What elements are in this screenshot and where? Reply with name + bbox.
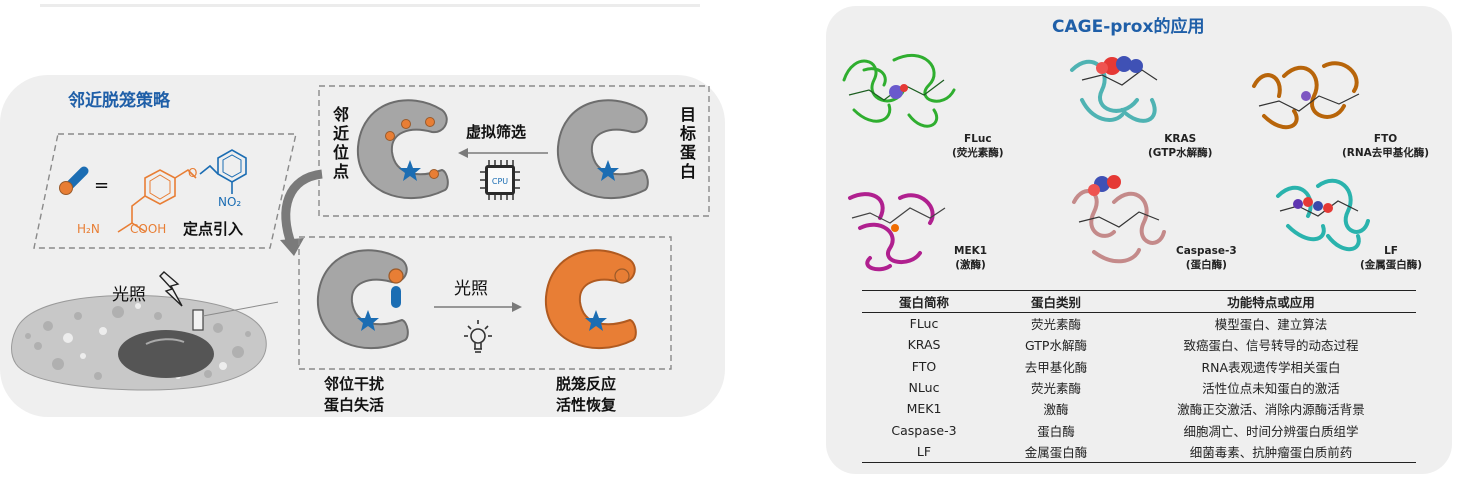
nitro-label: NO₂ <box>218 195 242 209</box>
cell: RNA表观遗传学相关蛋白 <box>1201 359 1341 375</box>
table-row: KRAS GTP水解酶 致癌蛋白、信号转导的动态过程 <box>862 334 1416 355</box>
top-divider <box>40 4 700 7</box>
cell: GTP水解酶 <box>1025 338 1087 354</box>
lightbulb-icon <box>464 320 492 353</box>
kras-structure-image <box>1070 56 1158 123</box>
target-protein-label: 目标蛋白 <box>677 106 696 182</box>
protein-with-sites <box>356 99 449 200</box>
site-introduction-label: 定点引入 <box>183 220 244 238</box>
fto-structure-image <box>1252 61 1360 130</box>
protein-label-kras: KRAS (GTP水解酶) <box>1148 132 1212 160</box>
amine-label: H₂N <box>77 222 100 236</box>
cell: 蛋白酶 <box>1037 423 1075 439</box>
cell: 模型蛋白、建立算法 <box>1214 317 1328 333</box>
cell: 细胞凋亡、时间分辨蛋白质组学 <box>1183 423 1359 439</box>
protein-name: FTO <box>1373 133 1398 145</box>
cell-illustration <box>11 294 278 391</box>
protein-label-mek1: MEK1 (激酶) <box>954 244 987 272</box>
protein-label-caspase3: Caspase-3 (蛋白酶) <box>1176 244 1237 272</box>
table-row: Caspase-3 蛋白酶 细胞凋亡、时间分辨蛋白质组学 <box>862 419 1416 440</box>
protein-desc: (蛋白酶) <box>1185 259 1227 271</box>
protein-desc: (GTP水解酶) <box>1148 147 1213 159</box>
header-abbr: 蛋白简称 <box>862 291 986 313</box>
table-row: FTO 去甲基化酶 RNA表观遗传学相关蛋白 <box>862 356 1416 377</box>
active-protein <box>544 249 637 350</box>
mek1-structure-image <box>848 192 946 272</box>
cell: 活性位点未知蛋白的激活 <box>1202 381 1340 397</box>
curved-arrow-icon <box>280 169 323 256</box>
protein-desc: (激酶) <box>955 259 986 271</box>
light-label-top: 光照 <box>112 285 146 305</box>
header-class: 蛋白类别 <box>986 291 1126 313</box>
inactivation-label-line2: 蛋白失活 <box>324 396 385 414</box>
screening-box <box>318 85 710 217</box>
protein-name: KRAS <box>1164 133 1197 145</box>
equals-sign: = <box>94 175 110 196</box>
inactivation-label-line1: 邻位干扰 <box>324 375 385 393</box>
panel-title: 邻近脱笼策略 <box>68 91 170 111</box>
cell: FLuc <box>909 316 939 332</box>
cell: 金属蛋白酶 <box>1024 444 1088 460</box>
inactivation-label: 邻位干扰 蛋白失活 <box>324 374 384 416</box>
cell: KRAS <box>907 337 941 353</box>
target-protein-shape <box>556 99 649 200</box>
cell: Caspase-3 <box>891 422 957 438</box>
lightning-icon <box>159 271 183 307</box>
table-header-row: 蛋白简称 蛋白类别 功能特点或应用 <box>862 291 1416 313</box>
cell: 致癌蛋白、信号转导的动态过程 <box>1183 338 1359 354</box>
cell: 去甲基化酶 <box>1024 359 1088 375</box>
table-row: FLuc 荧光素酶 模型蛋白、建立算法 <box>862 313 1416 335</box>
lf-structure-image <box>1276 178 1370 252</box>
table-row: NLuc 荧光素酶 活性位点未知蛋白的激活 <box>862 377 1416 398</box>
applications-title: CAGE-prox的应用 <box>1052 17 1205 37</box>
protein-name: Caspase-3 <box>1176 245 1237 257</box>
fluc-structure-image <box>842 53 956 128</box>
cell: NLuc <box>908 380 940 396</box>
protein-name: FLuc <box>964 133 992 145</box>
light-label-middle: 光照 <box>454 279 488 299</box>
protein-label-fluc: FLuc (荧光素酶) <box>952 132 1004 160</box>
cell: 荧光素酶 <box>1030 317 1081 333</box>
decaging-box <box>298 236 672 370</box>
protein-name: MEK1 <box>954 245 988 257</box>
caged-group-icon <box>59 166 89 195</box>
proximal-site-label: 邻近位点 <box>330 106 349 182</box>
cell: 荧光素酶 <box>1030 381 1081 397</box>
cell: FTO <box>911 358 937 374</box>
carboxyl-label: COOH <box>130 222 167 236</box>
ether-oxygen: O <box>188 166 198 180</box>
cell: 激酶正交激活、消除内源酶活背景 <box>1177 402 1365 418</box>
inactivated-protein <box>316 249 409 350</box>
cpu-icon: CPU <box>480 160 520 200</box>
protein-label-lf: LF (金属蛋白酶) <box>1360 244 1422 272</box>
cpu-text: CPU <box>492 177 508 186</box>
restoration-label-line1: 脱笼反应 <box>556 375 617 393</box>
restoration-label: 脱笼反应 活性恢复 <box>556 374 616 416</box>
table-row: LF 金属蛋白酶 细菌毒素、抗肿瘤蛋白质前药 <box>862 441 1416 462</box>
table-row: MEK1 激酶 激酶正交激活、消除内源酶活背景 <box>862 398 1416 419</box>
virtual-screening-label: 虚拟筛选 <box>466 123 527 141</box>
cell: 激酶 <box>1043 402 1069 418</box>
protein-desc: (金属蛋白酶) <box>1360 259 1423 271</box>
restoration-label-line2: 活性恢复 <box>556 396 617 414</box>
header-function: 功能特点或应用 <box>1126 291 1416 313</box>
protein-label-fto: FTO (RNA去甲基化酶) <box>1342 132 1429 160</box>
cell: 细菌毒素、抗肿瘤蛋白质前药 <box>1189 444 1353 460</box>
cell: MEK1 <box>906 401 942 417</box>
protein-name: LF <box>1384 245 1398 257</box>
arrow-right-icon <box>434 302 522 312</box>
arrow-left-icon <box>458 148 548 158</box>
protein-table: 蛋白简称 蛋白类别 功能特点或应用 FLuc 荧光素酶 模型蛋白、建立算法 KRAS… <box>862 290 1416 464</box>
cell: LF <box>916 443 932 459</box>
protein-desc: (荧光素酶) <box>952 147 1004 159</box>
caspase3-structure-image <box>1072 175 1166 264</box>
chemical-structure-box <box>33 133 297 249</box>
protein-desc: (RNA去甲基化酶) <box>1342 147 1430 159</box>
